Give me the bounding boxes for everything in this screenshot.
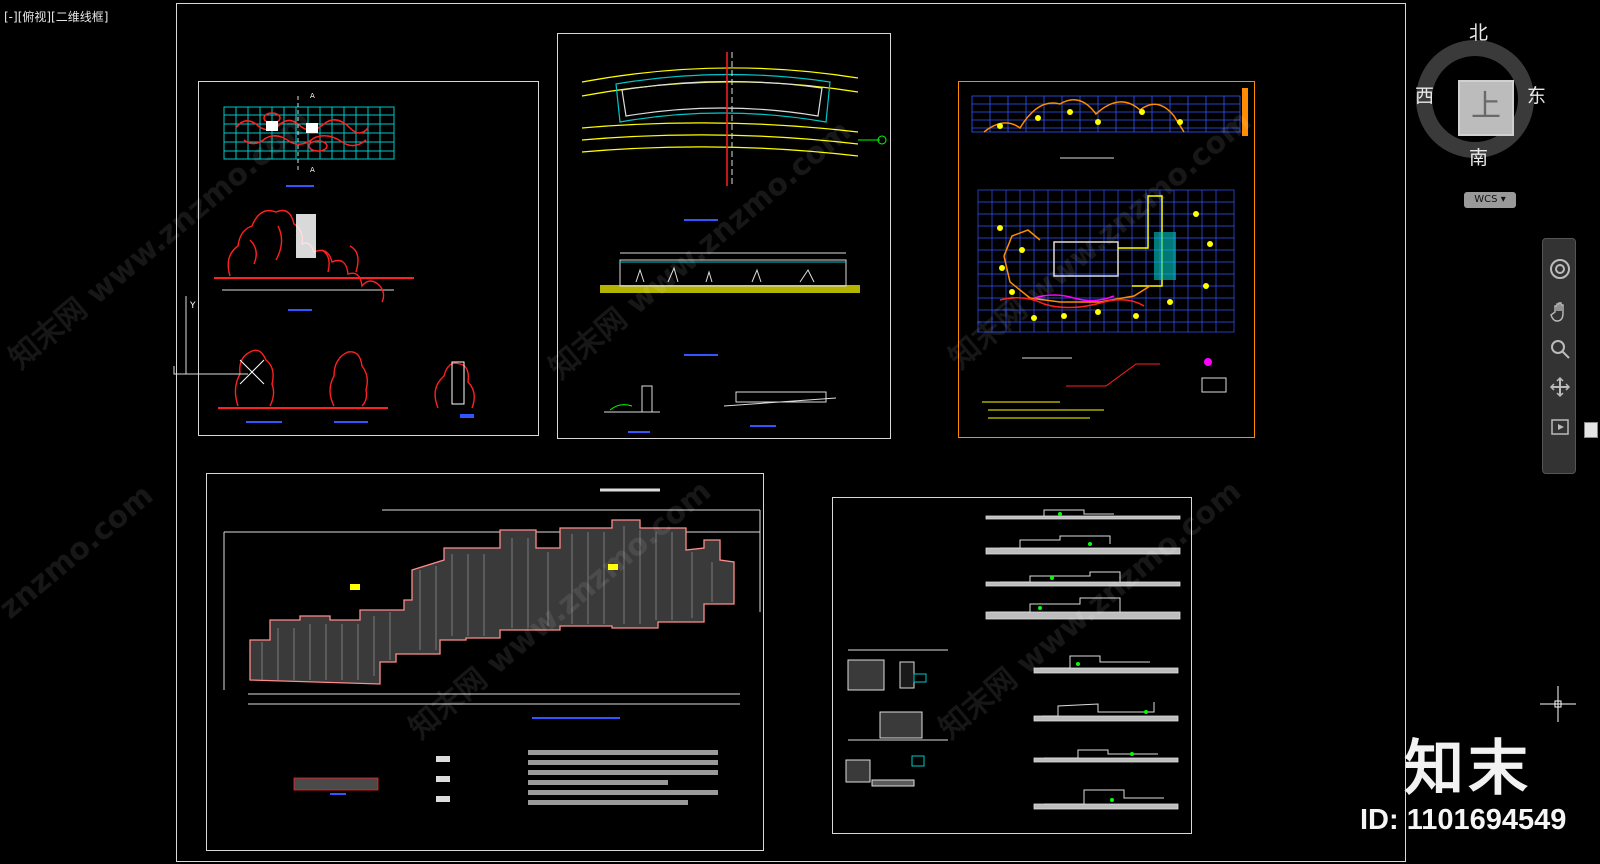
paving-plan-sheet: [206, 473, 764, 851]
compass-west[interactable]: 西: [1415, 85, 1435, 107]
svg-text:知末网 www.znzmo.com: 知末网 www.znzmo.com: [943, 104, 1258, 377]
navigation-bar[interactable]: [1542, 238, 1576, 474]
pan-icon[interactable]: [1548, 299, 1572, 323]
elevation-strips: [845, 509, 1181, 810]
scrollbar-thumb[interactable]: [1584, 422, 1598, 438]
svg-text:知末网 www.znzmo.com: 知末网 www.znzmo.com: [3, 104, 318, 377]
rockery-sheet: [198, 81, 539, 436]
svg-text:A: A: [310, 92, 315, 100]
orbit-icon[interactable]: [1548, 375, 1572, 399]
elevations-sheet: [832, 497, 1192, 834]
rockery-elevation: [214, 209, 414, 311]
viewcube-top-face[interactable]: 上: [1458, 80, 1514, 136]
pool-section: [600, 252, 860, 356]
svg-text:znzmo.com: znzmo.com: [0, 478, 160, 626]
chevron-down-icon: ▾: [1500, 194, 1506, 205]
wcs-label: WCS: [1474, 194, 1498, 205]
svg-text:A: A: [310, 166, 315, 174]
pool-section-sheet: [557, 33, 891, 439]
image-id-watermark: ID: 1101694549: [1360, 804, 1567, 836]
site-plan-sheet: [958, 81, 1255, 438]
wall-details: [845, 649, 948, 787]
brand-watermark: 知末: [1404, 734, 1532, 804]
svg-text:Y: Y: [189, 301, 196, 311]
wcs-menu-button[interactable]: WCS ▾: [1464, 192, 1516, 208]
svg-text:知末网 www.znzmo.com: 知末网 www.znzmo.com: [543, 114, 858, 387]
site-plan-grid: [977, 189, 1235, 419]
crosshair-cursor-icon: [1540, 686, 1576, 722]
paving-legend: [293, 750, 718, 805]
paving-plan: [223, 488, 761, 805]
rockery-sections: Y: [173, 296, 475, 423]
layout-frame: [176, 3, 1406, 862]
compass-south[interactable]: 南: [1469, 147, 1489, 169]
zoom-icon[interactable]: [1548, 337, 1572, 361]
rockery-plan: A A: [223, 92, 395, 187]
pool-plan: [581, 52, 887, 221]
viewport-controls-label[interactable]: [-][俯视][二维线框]: [4, 10, 109, 24]
compass-north[interactable]: 北: [1469, 22, 1489, 44]
site-elevation-grid: [971, 88, 1248, 159]
pool-details: [604, 385, 837, 433]
compass-east[interactable]: 东: [1527, 85, 1547, 107]
showmotion-icon[interactable]: [1548, 415, 1572, 439]
viewcube[interactable]: 北 南 西 东 上: [1394, 18, 1560, 182]
steering-wheel-icon[interactable]: [1548, 257, 1572, 281]
watermark-pattern: 知末网 www.znzmo.com 知末网 www.znzmo.com 知末网 …: [0, 104, 1258, 747]
